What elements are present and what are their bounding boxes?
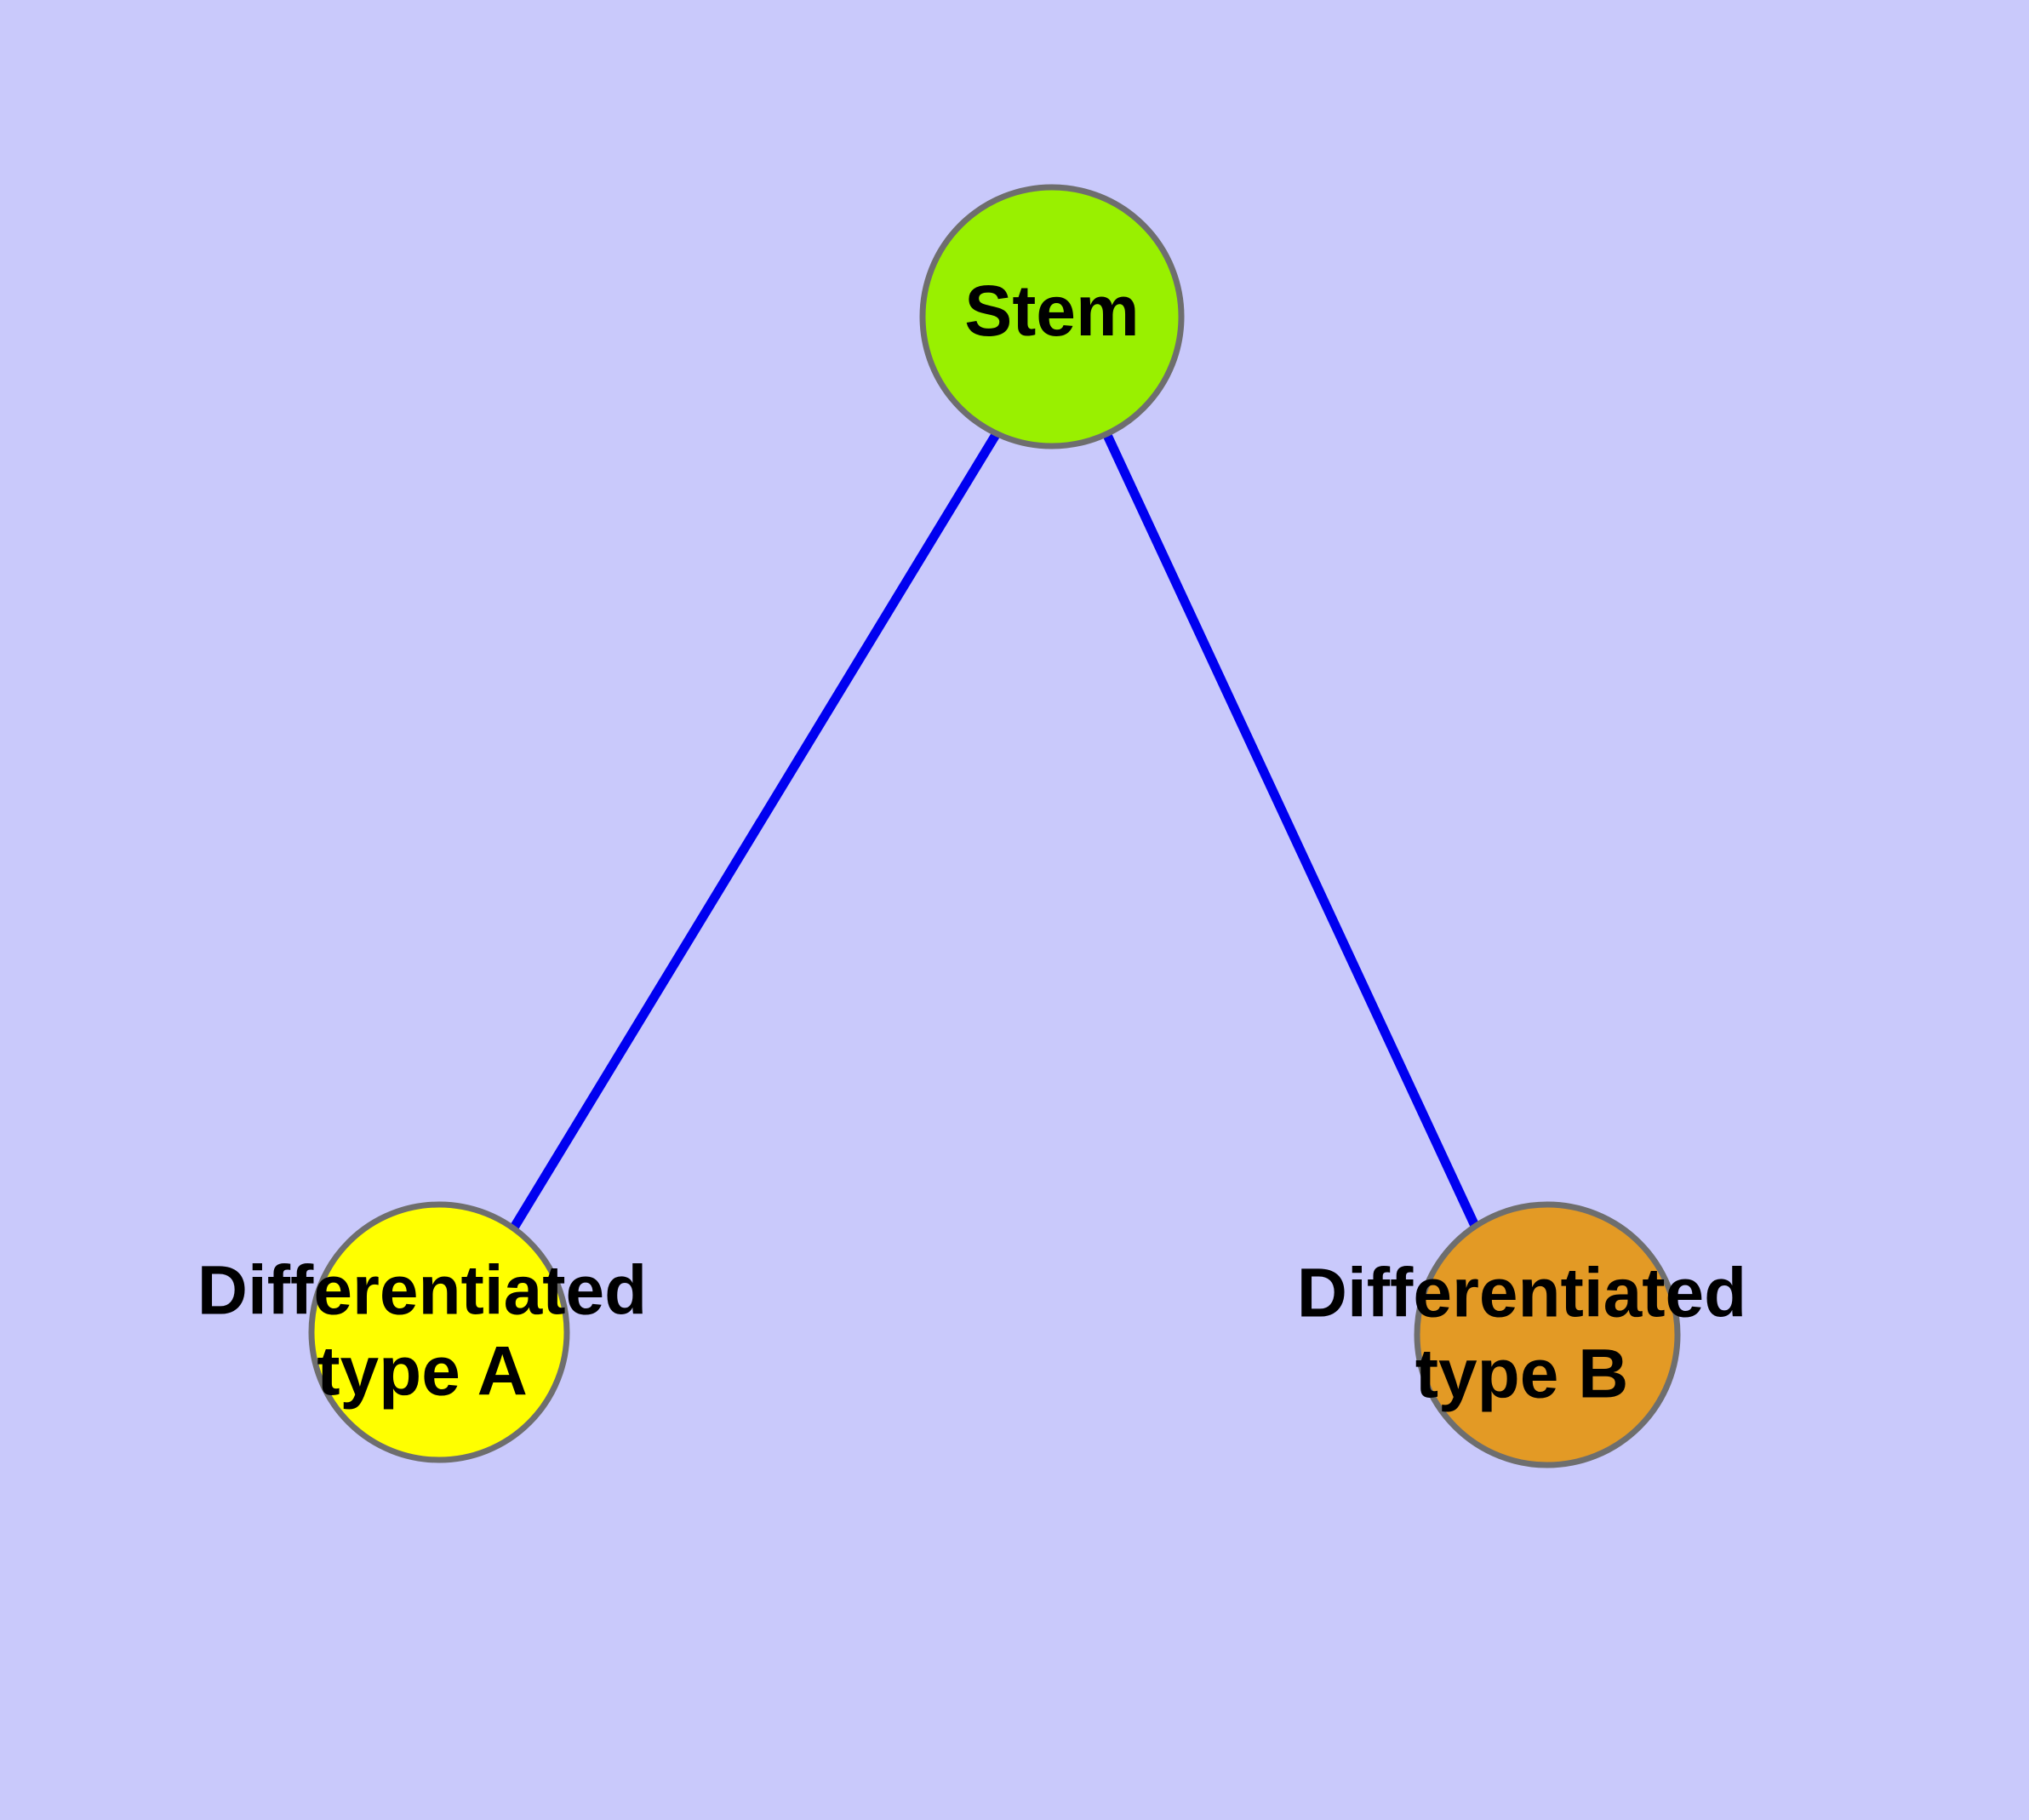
node-diff-b-circle[interactable]: [1414, 1201, 1681, 1468]
node-diff-a-label-line1: Differentiated: [197, 1252, 648, 1330]
node-diff-a-label-line2: type A: [317, 1333, 528, 1411]
node-stem-label: Stem: [964, 271, 1139, 351]
node-diff-b-label-line2: type B: [1415, 1336, 1629, 1413]
edges-group: [510, 431, 1479, 1230]
node-diff-a[interactable]: Differentiated type A: [197, 1201, 648, 1463]
node-stem[interactable]: Stem: [919, 184, 1185, 449]
edge-stem-to-diff-a[interactable]: [510, 431, 1001, 1230]
node-diff-b-label-line1: Differentiated: [1297, 1255, 1747, 1332]
edge-stem-to-diff-b[interactable]: [1102, 431, 1479, 1228]
node-diff-a-circle[interactable]: [308, 1201, 570, 1463]
nodes-group: Stem Differentiated type A Differentiate…: [197, 184, 1747, 1468]
node-stem-circle[interactable]: [919, 184, 1185, 449]
node-diff-b[interactable]: Differentiated type B: [1297, 1201, 1747, 1468]
